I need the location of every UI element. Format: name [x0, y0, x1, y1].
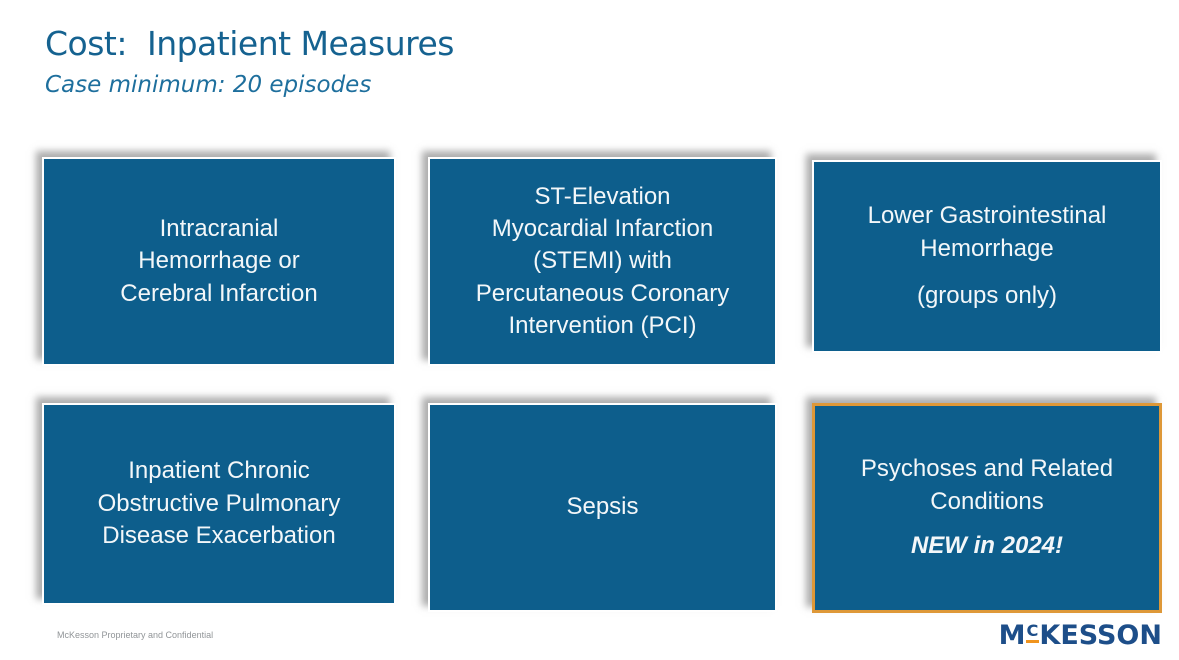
measure-card-intracranial-hemorrhage: Intracranial Hemorrhage or Cerebral Infa… — [42, 157, 396, 366]
measure-card-copd-exacerbation: Inpatient Chronic Obstructive Pulmonary … — [42, 403, 396, 605]
measure-card-note: (groups only) — [916, 282, 1058, 310]
page-title: Cost: Inpatient Measures — [45, 24, 454, 63]
logo-letter-m: M — [998, 620, 1026, 651]
logo-rest: KESSON — [1039, 620, 1162, 651]
measure-card-lower-gi-hemorrhage: Lower Gastrointestinal Hemorrhage (group… — [812, 160, 1162, 353]
mckesson-logo: MCKESSON — [999, 620, 1162, 651]
measure-card-label: Inpatient Chronic Obstructive Pulmonary … — [97, 457, 341, 550]
logo-superscript-c: C — [1025, 622, 1040, 643]
measure-card-psychoses-new-2024: Psychoses and Related Conditions NEW in … — [812, 403, 1162, 613]
measure-card-label: Sepsis — [566, 493, 639, 521]
confidentiality-notice: McKesson Proprietary and Confidential — [57, 630, 214, 640]
measure-card-label: Lower Gastrointestinal Hemorrhage — [867, 202, 1107, 262]
measure-card-label: Intracranial Hemorrhage or Cerebral Infa… — [120, 214, 318, 307]
measure-card-label: Psychoses and Related Conditions — [860, 455, 1114, 515]
page-subtitle: Case minimum: 20 episodes — [45, 72, 372, 98]
measure-card-sepsis: Sepsis — [428, 403, 777, 612]
measure-card-stemi-pci: ST-Elevation Myocardial Infarction (STEM… — [428, 157, 777, 366]
new-in-2024-badge: NEW in 2024! — [910, 532, 1064, 560]
measure-card-label: ST-Elevation Myocardial Infarction (STEM… — [475, 182, 730, 340]
